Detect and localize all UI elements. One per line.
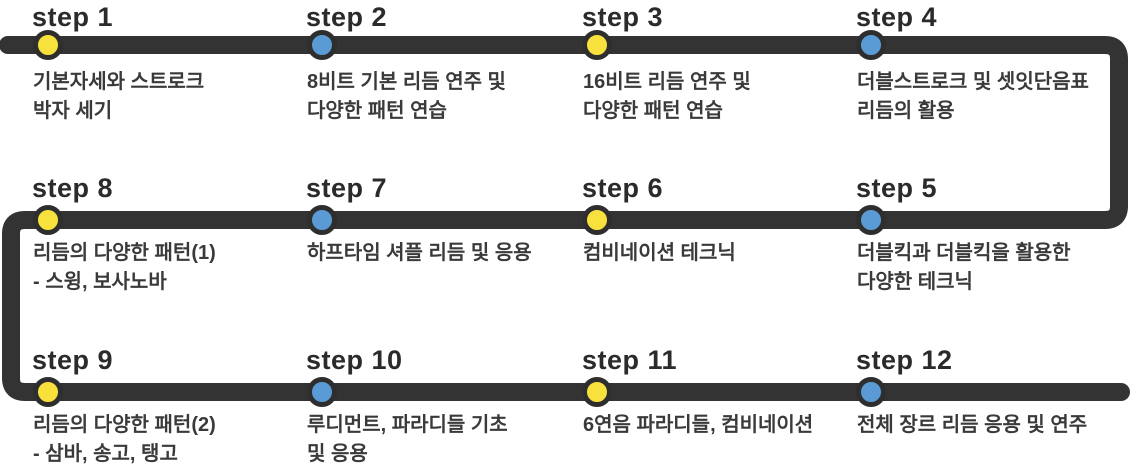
step-12-cell: step 12 전체 장르 리듬 응용 및 연주 — [856, 345, 1122, 469]
timeline-path-line — [0, 36, 1130, 401]
step-1-description: 기본자세와 스트로크 박자 세기 — [33, 68, 204, 126]
step-1-desc-line-1: 기본자세와 스트로크 — [33, 71, 205, 93]
step-12-heading: step 12 — [856, 345, 953, 375]
step-12-dot — [856, 377, 886, 407]
step-2-desc-line-2: 다양한 패턴 연습 — [307, 100, 447, 122]
step-10-desc-line-1: 루디먼트, 파라디들 기초 — [307, 414, 508, 436]
step-10-heading: step 10 — [306, 345, 403, 375]
step-12-desc-line-1: 전체 장르 리듬 응용 및 연주 — [857, 414, 1088, 436]
step-11-heading: step 11 — [582, 345, 678, 375]
step-9-cell: step 9 리듬의 다양한 패턴(2) - 삼바, 송고, 탱고 — [32, 345, 298, 469]
step-11-cell: step 11 6연음 파라디들, 컴비네이션 — [582, 345, 848, 469]
step-1-heading: step 1 — [32, 2, 114, 32]
step-2-dot — [307, 30, 337, 60]
step-6-heading: step 6 — [582, 173, 664, 203]
step-11-desc-line-1: 6연음 파라디들, 컴비네이션 — [583, 414, 814, 436]
step-2-cell: step 2 8비트 기본 리듬 연주 및 다양한 패턴 연습 — [306, 2, 572, 142]
step-4-desc-line-2: 리듬의 활용 — [857, 100, 955, 122]
step-5-desc-line-2: 다양한 테크닉 — [857, 271, 973, 293]
step-1-desc-line-2: 박자 세기 — [33, 100, 113, 122]
step-9-dot — [33, 377, 63, 407]
step-6-dot — [582, 205, 612, 235]
step-5-desc-line-1: 더블킥과 더블킥을 활용한 — [857, 242, 1071, 264]
step-9-desc-line-1: 리듬의 다양한 패턴(2) — [33, 414, 216, 436]
step-4-dot — [856, 30, 886, 60]
step-8-desc-line-2: - 스윙, 보사노바 — [33, 271, 167, 293]
step-5-heading: step 5 — [856, 173, 938, 203]
step-1-dot — [33, 30, 63, 60]
step-4-description: 더블스트로크 및 셋잇단음표 리듬의 활용 — [857, 68, 1089, 126]
step-2-desc-line-1: 8비트 기본 리듬 연주 및 — [307, 71, 506, 93]
step-3-desc-line-2: 다양한 패턴 연습 — [583, 100, 723, 122]
step-4-heading: step 4 — [856, 2, 938, 32]
step-3-dot — [582, 30, 612, 60]
step-5-description: 더블킥과 더블킥을 활용한 다양한 테크닉 — [857, 239, 1071, 297]
step-12-description: 전체 장르 리듬 응용 및 연주 — [857, 411, 1087, 440]
step-10-dot — [307, 377, 337, 407]
step-10-description: 루디먼트, 파라디들 기초 및 응용 — [307, 411, 508, 469]
step-5-dot — [856, 205, 886, 235]
step-3-heading: step 3 — [582, 2, 664, 32]
step-7-desc-line-1: 하프타임 셔플 리듬 및 응용 — [307, 242, 532, 264]
step-10-desc-line-2: 및 응용 — [307, 443, 368, 465]
step-9-heading: step 9 — [32, 345, 114, 375]
step-3-cell: step 3 16비트 리듬 연주 및 다양한 패턴 연습 — [582, 2, 848, 142]
step-5-cell: step 5 더블킥과 더블킥을 활용한 다양한 테크닉 — [856, 173, 1122, 313]
step-8-dot — [33, 205, 63, 235]
step-6-cell: step 6 컴비네이션 테크닉 — [582, 173, 848, 313]
step-8-heading: step 8 — [32, 173, 114, 203]
step-6-desc-line-1: 컴비네이션 테크닉 — [583, 242, 736, 264]
step-11-description: 6연음 파라디들, 컴비네이션 — [583, 411, 813, 440]
step-4-desc-line-1: 더블스트로크 및 셋잇단음표 — [857, 71, 1089, 93]
step-2-heading: step 2 — [306, 2, 388, 32]
step-7-dot — [307, 205, 337, 235]
step-8-cell: step 8 리듬의 다양한 패턴(1) - 스윙, 보사노바 — [32, 173, 298, 313]
step-2-description: 8비트 기본 리듬 연주 및 다양한 패턴 연습 — [307, 68, 506, 126]
step-3-description: 16비트 리듬 연주 및 다양한 패턴 연습 — [583, 68, 751, 126]
step-4-cell: step 4 더블스트로크 및 셋잇단음표 리듬의 활용 — [856, 2, 1122, 142]
step-7-heading: step 7 — [306, 173, 388, 203]
step-8-desc-line-1: 리듬의 다양한 패턴(1) — [33, 242, 216, 264]
step-9-desc-line-2: - 삼바, 송고, 탱고 — [33, 443, 178, 465]
step-11-dot — [582, 377, 612, 407]
step-7-description: 하프타임 셔플 리듬 및 응용 — [307, 239, 532, 268]
step-8-description: 리듬의 다양한 패턴(1) - 스윙, 보사노바 — [33, 239, 216, 297]
step-9-description: 리듬의 다양한 패턴(2) - 삼바, 송고, 탱고 — [33, 411, 216, 469]
step-7-cell: step 7 하프타임 셔플 리듬 및 응용 — [306, 173, 572, 313]
step-6-description: 컴비네이션 테크닉 — [583, 239, 736, 268]
step-1-cell: step 1 기본자세와 스트로크 박자 세기 — [32, 2, 298, 142]
step-3-desc-line-1: 16비트 리듬 연주 및 — [583, 71, 751, 93]
step-10-cell: step 10 루디먼트, 파라디들 기초 및 응용 — [306, 345, 572, 469]
